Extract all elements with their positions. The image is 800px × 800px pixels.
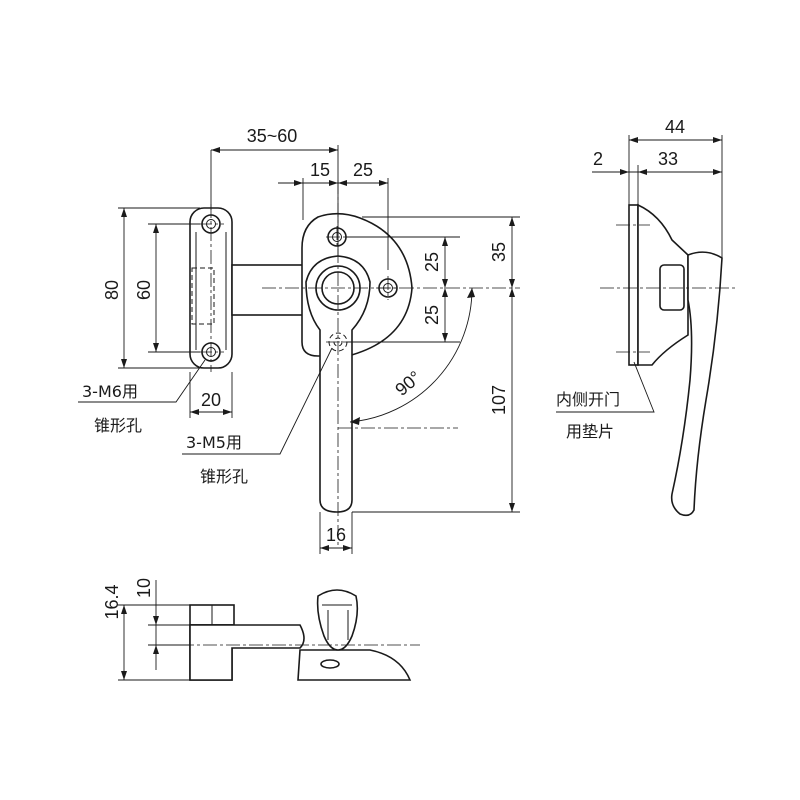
dim-label-16: 16 (326, 525, 346, 545)
dim-label-16-4: 16.4 (102, 584, 122, 619)
shim-note-line2: 用垫片 (566, 422, 614, 441)
bottom-view: 16.4 10 (102, 578, 420, 681)
m6-note-line1: 3-M6用 (82, 382, 138, 401)
dim-label-107: 107 (489, 385, 509, 415)
dim-label-44: 44 (665, 117, 685, 137)
dim-label-25-top: 25 (353, 160, 373, 180)
side-view: 44 2 33 内侧开门 用垫片 (556, 117, 738, 517)
dim-label-33: 33 (658, 149, 678, 169)
m5-note-line1: 3-M5用 (186, 433, 242, 452)
bottom-base (297, 649, 412, 681)
shim-note-line1: 内侧开门 (556, 390, 620, 409)
dim-label-2: 2 (593, 149, 603, 169)
keeper-hidden-slot (191, 267, 215, 325)
side-base-plate (628, 204, 639, 366)
dim-25-25 (442, 237, 448, 342)
dim-label-35-60: 35~60 (247, 126, 298, 146)
dim-10 (153, 580, 159, 670)
dim-label-80: 80 (102, 280, 122, 300)
side-handle-lever (670, 251, 723, 517)
dim-label-25-lower: 25 (422, 305, 442, 325)
m6-leader (78, 359, 206, 403)
dim-80 (121, 208, 127, 368)
dim-16-4 (121, 605, 127, 680)
dim-label-20: 20 (201, 390, 221, 410)
bottom-latch-bar (189, 624, 305, 681)
dim-35-60 (211, 147, 338, 153)
dim-20 (190, 409, 232, 415)
dim-35 (509, 217, 515, 288)
side-spindle (659, 264, 685, 311)
dim-label-25-upper: 25 (422, 252, 442, 272)
dim-label-15: 15 (310, 160, 330, 180)
dim-label-35: 35 (489, 242, 509, 262)
dim-label-10: 10 (134, 578, 154, 598)
dim-15-25 (278, 180, 388, 186)
dim-107 (509, 288, 515, 512)
dim-60 (153, 224, 159, 352)
shim-leader (556, 361, 655, 413)
dim-2-33 (592, 169, 722, 175)
m5-note-line2: 锥形孔 (200, 467, 248, 486)
bottom-knob (316, 589, 359, 651)
m5-leader (182, 347, 333, 455)
dim-16 (320, 545, 352, 551)
front-view: 35~60 15 25 80 60 20 25 25 35 107 16 90°… (78, 126, 520, 554)
dim-label-60: 60 (134, 280, 154, 300)
dim-44 (629, 137, 722, 143)
m6-note-line2: 锥形孔 (94, 416, 142, 435)
